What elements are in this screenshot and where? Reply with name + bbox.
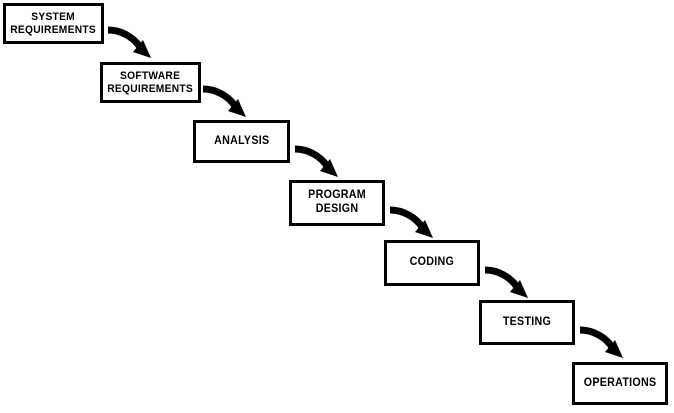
stage-box-program-design[interactable]: PROGRAM DESIGN xyxy=(289,180,385,226)
arrow-testing-to-operations xyxy=(579,326,623,358)
arrow-testing-to-operations-head xyxy=(605,340,623,358)
stage-box-analysis[interactable]: ANALYSIS xyxy=(193,120,290,163)
stage-box-software-requirements[interactable]: SOFTWARE REQUIREMENTS xyxy=(100,62,201,103)
stage-box-operations[interactable]: OPERATIONS xyxy=(572,362,668,405)
stage-box-testing[interactable]: TESTING xyxy=(479,300,575,345)
arrow-program-design-to-coding xyxy=(389,206,433,238)
stage-label-testing: TESTING xyxy=(502,315,552,328)
arrow-program-design-to-coding-body xyxy=(389,206,425,230)
arrow-program-design-to-coding-head xyxy=(415,220,433,238)
arrow-system-to-software-head xyxy=(133,40,151,58)
arrow-analysis-to-program-design-body xyxy=(294,145,330,169)
arrow-testing-to-operations-body xyxy=(579,326,615,350)
stage-label-coding: CODING xyxy=(409,256,455,269)
stage-label-analysis: ANALYSIS xyxy=(213,134,270,147)
stage-label-program-design: PROGRAM DESIGN xyxy=(308,189,366,215)
arrow-software-to-analysis-head xyxy=(228,99,246,117)
arrow-coding-to-testing xyxy=(484,266,528,298)
arrow-coding-to-testing-body xyxy=(484,266,520,290)
arrow-software-to-analysis-body xyxy=(202,85,238,109)
stage-label-operations: OPERATIONS xyxy=(583,376,657,389)
stage-box-system-requirements[interactable]: SYSTEM REQUIREMENTS xyxy=(3,3,104,44)
arrow-system-to-software xyxy=(107,26,151,58)
arrow-analysis-to-program-design xyxy=(294,145,338,177)
arrow-coding-to-testing-head xyxy=(510,280,528,298)
stage-box-coding[interactable]: CODING xyxy=(384,240,480,286)
arrow-software-to-analysis xyxy=(202,85,246,117)
arrow-analysis-to-program-design-head xyxy=(320,159,338,177)
stage-label-software-requirements: SOFTWARE REQUIREMENTS xyxy=(107,69,194,95)
stage-label-system-requirements: SYSTEM REQUIREMENTS xyxy=(10,10,97,36)
arrow-system-to-software-body xyxy=(107,26,143,50)
